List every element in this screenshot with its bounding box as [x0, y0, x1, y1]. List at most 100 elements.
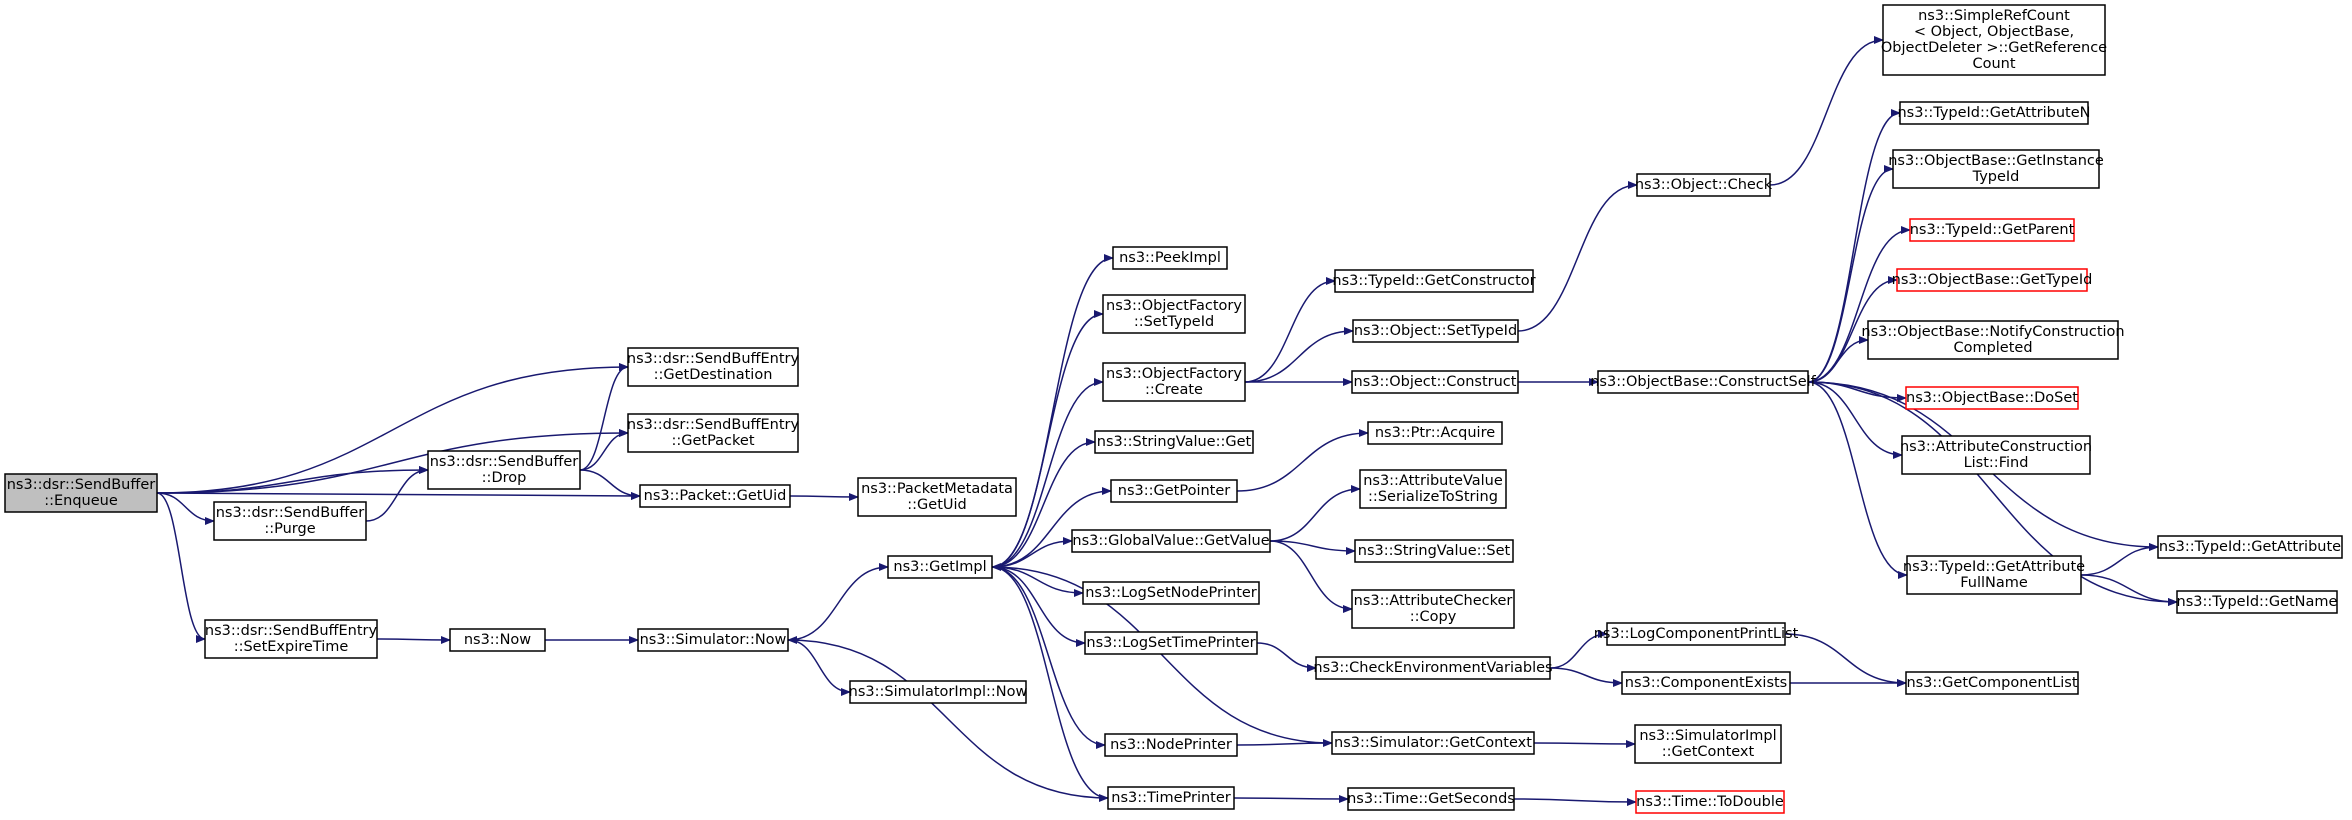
node-box — [1867, 320, 2119, 360]
node-box — [1899, 101, 2089, 125]
node-string-value-get[interactable]: ns3::StringValue::Get — [1094, 430, 1254, 454]
node-of-set-type-id[interactable]: ns3::ObjectFactory::SetTypeId — [1102, 294, 1246, 334]
node-ob-notify-construction[interactable]: ns3::ObjectBase::NotifyConstructionCompl… — [1861, 320, 2125, 360]
node-label-line: List::Find — [1964, 455, 2029, 471]
node-box — [1892, 149, 2100, 189]
node-label-line: ns3::AttributeChecker — [1354, 593, 1513, 609]
edge-construct-self-to-ob-notify-construction — [1807, 336, 1869, 383]
node-av-serialize[interactable]: ns3::AttributeValue::SerializeToString — [1359, 469, 1507, 509]
edge-get-impl-to-string-value-get — [991, 438, 1096, 568]
node-box — [1634, 724, 1782, 764]
node-check-env[interactable]: ns3::CheckEnvironmentVariables — [1313, 656, 1553, 680]
node-of-create[interactable]: ns3::ObjectFactory::Create — [1102, 362, 1246, 402]
node-construct-self[interactable]: ns3::ObjectBase::ConstructSelf — [1590, 370, 1817, 394]
node-label-line: ns3::ObjectFactory — [1106, 298, 1242, 314]
node-get-impl[interactable]: ns3::GetImpl — [887, 555, 993, 579]
node-time-to-double[interactable]: ns3::Time::ToDouble — [1635, 790, 1785, 814]
node-ob-get-type-id[interactable]: ns3::ObjectBase::GetTypeId — [1892, 268, 2093, 292]
node-obj-construct[interactable]: ns3::Object::Construct — [1351, 370, 1519, 394]
node-sim-impl-get-context[interactable]: ns3::SimulatorImpl::GetContext — [1634, 724, 1782, 764]
node-sv-set[interactable]: ns3::StringValue::Set — [1354, 539, 1514, 563]
node-label-line: ns3::ObjectBase::GetTypeId — [1892, 272, 2093, 288]
node-sim-now[interactable]: ns3::Simulator::Now — [637, 628, 789, 652]
node-tid-get-name[interactable]: ns3::TypeId::GetName — [2176, 590, 2338, 614]
node-label-line: ::Create — [1145, 382, 1203, 398]
node-ob-do-set[interactable]: ns3::ObjectBase::DoSet — [1905, 386, 2079, 410]
node-obj-check[interactable]: ns3::Object::Check — [1635, 173, 1773, 197]
node-log-set-time-printer[interactable]: ns3::LogSetTimePrinter — [1084, 631, 1258, 655]
node-box — [1071, 529, 1271, 553]
node-gv-get-value[interactable]: ns3::GlobalValue::GetValue — [1071, 529, 1271, 553]
edge-sim-get-context-to-get-impl — [991, 563, 1333, 744]
node-get-packet[interactable]: ns3::dsr::SendBuffEntry::GetPacket — [627, 413, 800, 453]
node-label-line: ns3::ObjectBase::DoSet — [1906, 390, 2078, 406]
node-tid-get-attribute-n[interactable]: ns3::TypeId::GetAttributeN — [1897, 101, 2091, 125]
node-label-line: ObjectDeleter >::GetReference — [1881, 40, 2107, 56]
node-now[interactable]: ns3::Now — [449, 628, 546, 652]
node-label-line: ::GetDestination — [654, 367, 773, 383]
edge-enqueue-to-purge — [156, 492, 215, 525]
node-ac-copy[interactable]: ns3::AttributeChecker::Copy — [1351, 589, 1515, 629]
node-box — [627, 413, 799, 453]
node-sim-get-context[interactable]: ns3::Simulator::GetContext — [1331, 731, 1535, 755]
node-label-line: ns3::dsr::SendBuffer — [430, 454, 579, 470]
node-box — [849, 680, 1027, 704]
node-tid-get-attribute[interactable]: ns3::TypeId::GetAttribute — [2157, 535, 2343, 559]
edge-obj-check-to-simple-ref-count — [1769, 36, 1884, 186]
node-label-line: ns3::GetImpl — [893, 559, 986, 575]
node-obj-set-type-id[interactable]: ns3::Object::SetTypeId — [1352, 319, 1519, 343]
node-box — [204, 619, 378, 659]
node-time-printer[interactable]: ns3::TimePrinter — [1107, 786, 1235, 810]
edge-get-impl-to-peek-impl — [991, 254, 1114, 568]
node-time-get-seconds[interactable]: ns3::Time::GetSeconds — [1347, 787, 1515, 811]
node-box — [1606, 622, 1786, 646]
node-label-line: ns3::TypeId::GetName — [2177, 594, 2338, 610]
node-comp-exists[interactable]: ns3::ComponentExists — [1621, 671, 1791, 695]
node-label-line: ns3::TypeId::GetConstructor — [1332, 273, 1535, 289]
node-get-component-list[interactable]: ns3::GetComponentList — [1905, 671, 2079, 695]
node-log-comp-print-list[interactable]: ns3::LogComponentPrintList — [1594, 622, 1799, 646]
node-label-line: < Object, ObjectBase, — [1914, 24, 2074, 40]
node-tid-get-constructor[interactable]: ns3::TypeId::GetConstructor — [1332, 269, 1536, 293]
node-box — [1331, 731, 1535, 755]
node-label-line: ns3::TypeId::GetAttribute — [1903, 559, 2085, 575]
node-box — [1901, 435, 2091, 475]
node-label-line: ns3::dsr::SendBuffEntry — [627, 351, 800, 367]
node-log-set-node-printer[interactable]: ns3::LogSetNodePrinter — [1082, 581, 1260, 605]
node-meta-get-uid[interactable]: ns3::PacketMetadata::GetUid — [857, 477, 1017, 517]
node-set-expire-time[interactable]: ns3::dsr::SendBuffEntry::SetExpireTime — [204, 619, 378, 659]
node-purge[interactable]: ns3::dsr::SendBuffer::Purge — [213, 501, 367, 541]
node-label-line: ns3::Object::Check — [1635, 177, 1773, 193]
node-label-line: ::Drop — [482, 470, 527, 486]
node-label-line: ::SerializeToString — [1368, 489, 1498, 505]
node-peek-impl[interactable]: ns3::PeekImpl — [1112, 246, 1228, 270]
node-label-line: ns3::AttributeValue — [1363, 473, 1503, 489]
edge-enqueue-to-get-packet — [156, 429, 629, 494]
edge-of-create-to-obj-set-type-id — [1244, 327, 1354, 383]
node-simple-ref-count[interactable]: ns3::SimpleRefCount< Object, ObjectBase,… — [1881, 4, 2107, 76]
node-packet-get-uid[interactable]: ns3::Packet::GetUid — [639, 484, 791, 508]
node-label-line: ns3::TypeId::GetAttribute — [2159, 539, 2341, 555]
node-drop[interactable]: ns3::dsr::SendBuffer::Drop — [427, 450, 581, 490]
node-label-line: ns3::Now — [464, 632, 531, 648]
node-box — [1354, 539, 1514, 563]
node-tid-get-parent[interactable]: ns3::TypeId::GetParent — [1909, 218, 2075, 242]
node-get-pointer[interactable]: ns3::GetPointer — [1110, 479, 1238, 503]
node-label-line: ns3::dsr::SendBuffEntry — [205, 623, 378, 639]
node-box — [213, 501, 367, 541]
node-ptr-acquire[interactable]: ns3::Ptr::Acquire — [1367, 421, 1503, 445]
node-box — [639, 484, 791, 508]
node-sim-impl-now[interactable]: ns3::SimulatorImpl::Now — [849, 680, 1028, 704]
node-label-line: ::GetUid — [907, 497, 966, 513]
node-box — [1347, 787, 1515, 811]
node-get-destination[interactable]: ns3::dsr::SendBuffEntry::GetDestination — [627, 347, 800, 387]
node-label-line: ns3::SimulatorImpl::Now — [849, 684, 1028, 700]
node-box — [1905, 386, 2079, 410]
node-enqueue[interactable]: ns3::dsr::SendBuffer::Enqueue — [4, 473, 158, 513]
node-label-line: FullName — [1960, 575, 2028, 591]
node-node-printer[interactable]: ns3::NodePrinter — [1104, 733, 1238, 757]
